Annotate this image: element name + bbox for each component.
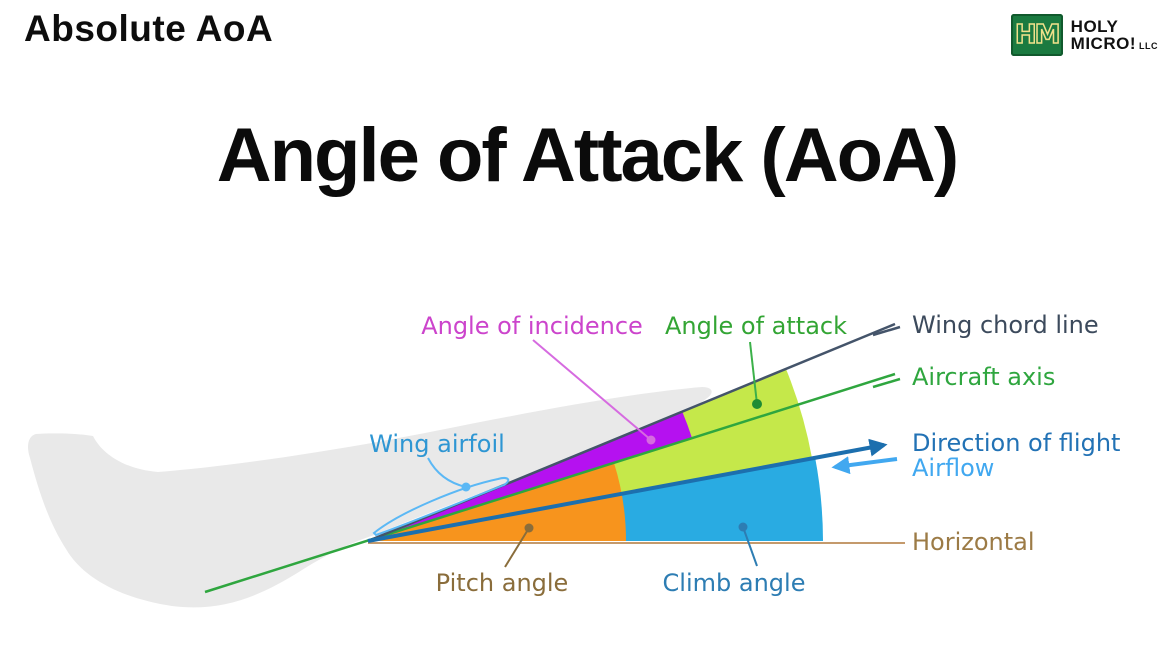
company-logo: HM HOLY MICRO!LLC <box>1010 14 1158 56</box>
pitch-callout-line <box>504 527 530 568</box>
slide-kicker: Absolute AoA <box>24 8 274 49</box>
logo-line1: HOLY <box>1070 16 1119 36</box>
label-wing-airfoil: Wing airfoil <box>369 430 505 458</box>
airplane-silhouette <box>28 387 712 608</box>
climb-callout-dot <box>738 522 748 532</box>
axis-label-tick <box>872 377 901 389</box>
climb-callout-line <box>742 526 758 567</box>
label-angle-of-attack: Angle of attack <box>665 312 847 340</box>
pitch-angle-wedge <box>368 463 627 541</box>
attack-callout-line <box>749 341 758 405</box>
attack-callout-dot <box>752 399 762 409</box>
logo-line2: MICRO!LLC <box>1070 34 1158 53</box>
label-angle-of-incidence: Angle of incidence <box>421 312 643 340</box>
incidence-callout-line <box>532 339 652 441</box>
airfoil-callout-dot <box>461 482 471 492</box>
label-pitch-angle: Pitch angle <box>436 569 569 597</box>
label-wing-chord-line: Wing chord line <box>912 311 1099 339</box>
label-climb-angle: Climb angle <box>663 569 806 597</box>
logo-wordmark: HOLY MICRO!LLC <box>1070 16 1158 53</box>
direction-of-flight-arrow <box>367 438 888 543</box>
label-direction-of-flight: Direction of flight <box>912 429 1120 457</box>
logo-monogram: HM <box>1014 19 1061 51</box>
label-horizontal: Horizontal <box>912 528 1035 556</box>
label-aircraft-axis: Aircraft axis <box>912 363 1055 391</box>
logo-suffix: LLC <box>1139 41 1158 51</box>
wing-airfoil-outline <box>372 476 510 537</box>
airflow-arrow <box>831 456 898 475</box>
chord-label-tick <box>872 325 901 337</box>
label-airflow: Airflow <box>912 454 994 482</box>
page-title: Angle of Attack (AoA) <box>216 113 960 198</box>
aircraft-axis-line <box>204 372 896 594</box>
incidence-callout-dot <box>646 435 656 445</box>
pitch-callout-dot <box>524 523 534 533</box>
logo-monogram-box: HM <box>1010 14 1063 56</box>
